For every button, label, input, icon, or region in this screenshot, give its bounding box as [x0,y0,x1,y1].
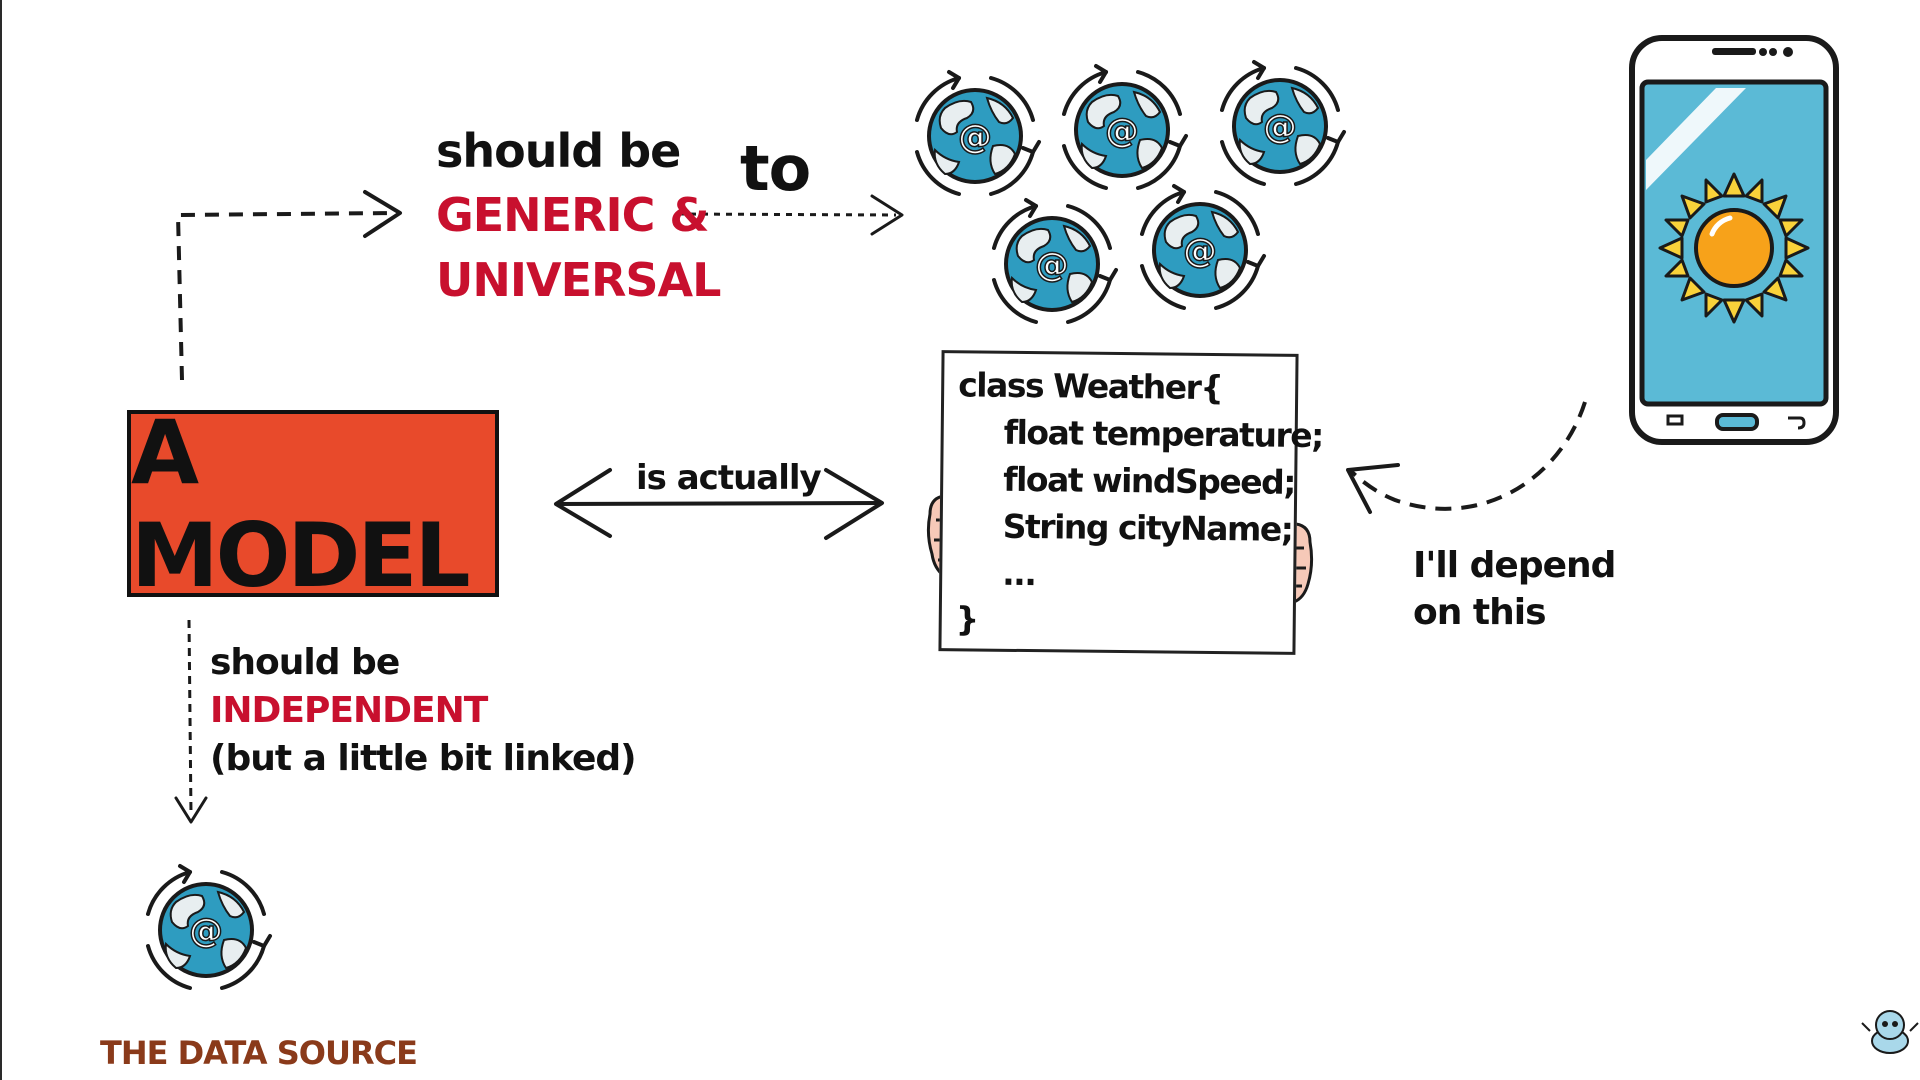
data-source-label: THE DATA SOURCE [100,1034,418,1072]
depend-label-line1: I'll depend [1413,545,1616,586]
code-line-class: class Weather{ [958,365,1223,408]
arrow-phone-to-class [1348,401,1587,511]
mascot-icon [1861,1010,1919,1054]
code-line-ellipsis: ... [1002,553,1036,594]
globe-icon [1062,64,1188,190]
should-be-top-label: should be [436,124,681,178]
frame-edge [0,0,2,1080]
code-line-cityname: String cityName; [1002,506,1293,549]
generic-label: GENERIC & [436,188,710,242]
code-line-close: } [955,599,978,639]
arrow-to-globes [677,212,897,217]
code-line-windspeed: float windSpeed; [1003,459,1296,502]
universal-label: UNIVERSAL [436,253,721,307]
model-box: A MODEL [127,401,499,607]
globe-icon [915,70,1041,196]
sun-icon [1658,172,1810,324]
globe-icon [992,198,1118,324]
to-label: to [740,132,811,205]
linked-label: (but a little bit linked) [210,738,637,779]
independent-label: INDEPENDENT [210,690,488,731]
arrow-model-to-generic [175,211,396,381]
globe-icon [1140,184,1266,310]
model-label: A MODEL [131,400,471,607]
data-source-globe-icon [146,864,272,990]
globe-icon [1220,60,1346,186]
double-arrow-model-class [555,501,883,506]
should-be-bottom-label: should be [210,642,400,683]
arrow-model-to-source [187,619,193,816]
class-code-card: class Weather{ float temperature; float … [938,350,1323,655]
depend-label-line2: on this [1413,592,1546,633]
code-line-temperature: float temperature; [1003,412,1324,456]
is-actually-label: is actually [636,458,822,498]
